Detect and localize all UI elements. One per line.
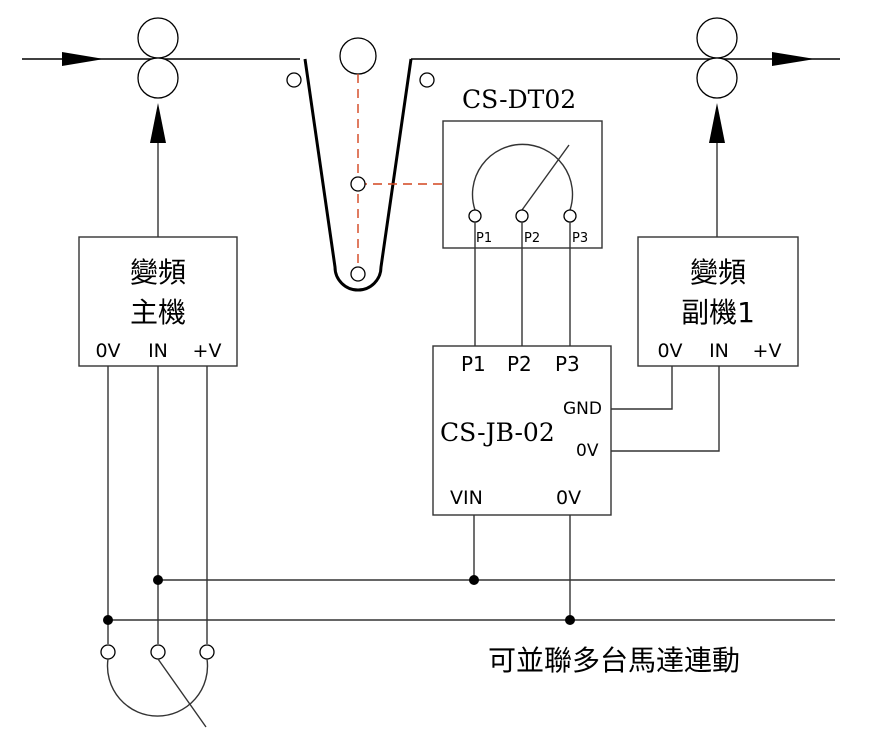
jb-vin-label: VIN (450, 487, 483, 509)
slave-label-line2: 副機1 (681, 296, 755, 329)
jb-0v-bottom-label: 0V (556, 487, 581, 509)
junction-dot-icon (469, 575, 479, 585)
terminal-icon (515, 209, 529, 223)
flow-arrow-in-icon (62, 52, 104, 66)
guide-roller-icon (419, 72, 435, 88)
junction-dot-icon (153, 575, 163, 585)
sensor-cs-dt02: CS-DT02 P1 P2 P3 (442, 85, 603, 249)
wire-0v-to-slave-in (611, 366, 720, 452)
terminal-icon (199, 644, 215, 660)
dancer-roller-icon (350, 266, 366, 282)
master-terminal-label: IN (148, 340, 168, 362)
feed-roller-pair-right (696, 17, 738, 99)
junction-box (432, 345, 612, 516)
jb-input-label: P1 (461, 352, 486, 376)
roller-icon (137, 17, 179, 59)
dancer-top-roller-icon (339, 37, 377, 75)
dancer-pivot-icon (350, 176, 366, 192)
jb-input-label: P3 (555, 352, 580, 376)
sensor-pin-label: P2 (524, 231, 540, 246)
sensor-model-label: CS-DT02 (462, 85, 576, 114)
jb-model-label: CS-JB-02 (440, 418, 555, 447)
potentiometer-wiper-icon (157, 658, 207, 728)
wire-gnd-to-slave-0v (611, 366, 673, 410)
jb-gnd-label: GND (563, 399, 602, 419)
guide-roller-icon (286, 72, 302, 88)
parallel-motors-note: 可並聯多台馬達連動 (488, 644, 740, 677)
jb-0v-label: 0V (576, 441, 599, 461)
terminal-icon (150, 644, 166, 660)
junction-box-cs-jb-02: P1 P2 P3 CS-JB-02 GND 0V VIN 0V (432, 345, 612, 516)
master-label-line2: 主機 (130, 296, 186, 329)
slave-label-line1: 變頻 (690, 256, 746, 289)
master-label-line1: 變頻 (130, 256, 186, 289)
junction-dot-icon (565, 615, 575, 625)
dancer-loop (303, 58, 413, 292)
potentiometer-wiper-icon (521, 144, 570, 211)
junction-dot-icon (103, 615, 113, 625)
sensor-pin-label: P3 (572, 231, 588, 246)
slave-terminal-label: 0V (657, 340, 682, 362)
master-potentiometer (100, 644, 215, 728)
terminal-icon (100, 644, 116, 660)
potentiometer-arc-icon (106, 658, 209, 717)
potentiometer-arc-icon (471, 143, 574, 211)
sensor-pin-label: P1 (476, 231, 492, 246)
flow-arrow-out-icon (772, 52, 815, 66)
roller-icon (137, 57, 179, 99)
drive-arrow-icon (709, 103, 725, 143)
roller-icon (696, 57, 738, 99)
drive-arrow-icon (150, 103, 166, 143)
master-terminal-label: +V (193, 340, 222, 362)
feed-roller-pair-left (137, 17, 179, 99)
terminal-icon (468, 209, 482, 223)
slave-terminal-label: +V (753, 340, 782, 362)
slave-terminal-label: IN (709, 340, 729, 362)
dancer-linkage (350, 74, 443, 282)
slave-inverter-1: 變頻 副機1 0V IN +V (637, 103, 799, 367)
terminal-icon (563, 209, 577, 223)
jb-input-label: P2 (507, 352, 532, 376)
material-web-path (22, 52, 840, 292)
roller-icon (696, 17, 738, 59)
master-terminal-label: 0V (95, 340, 120, 362)
master-inverter: 變頻 主機 0V IN +V (78, 103, 238, 367)
slave-inverter-box (637, 236, 799, 367)
